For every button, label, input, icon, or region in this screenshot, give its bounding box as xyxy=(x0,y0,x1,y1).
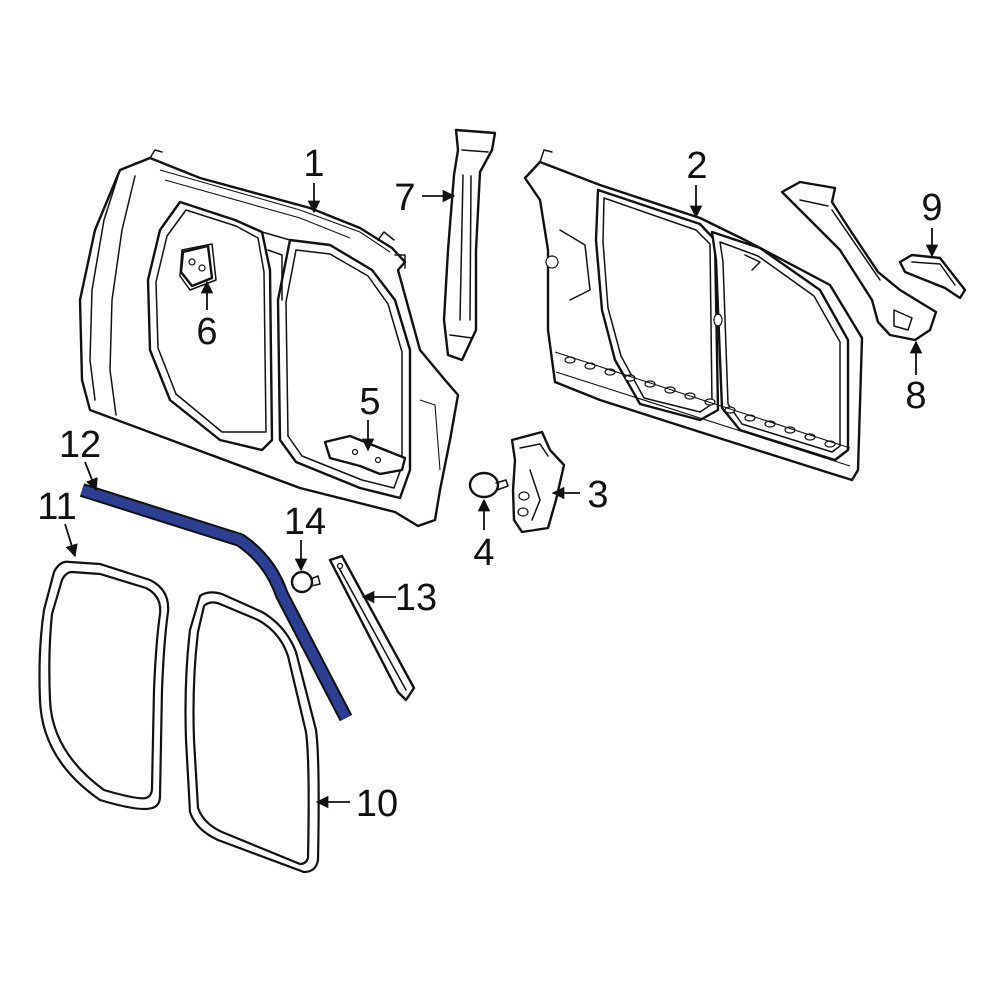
callout-2: 2 xyxy=(686,145,707,187)
part-13-channel-strip[interactable] xyxy=(328,554,416,702)
part-1-uniside-panel[interactable] xyxy=(78,149,460,528)
part-9-bracket[interactable] xyxy=(898,253,967,300)
part-11-door-seal[interactable] xyxy=(38,560,170,811)
part-8-pillar-reinforcement[interactable] xyxy=(780,180,938,342)
part-2-uniside-panel[interactable] xyxy=(523,149,864,482)
callout-1: 1 xyxy=(303,143,324,185)
part-7-pillar-reinforcement[interactable] xyxy=(442,128,497,362)
callout-8: 8 xyxy=(905,375,926,417)
callout-13: 13 xyxy=(395,577,437,619)
callout-9: 9 xyxy=(921,187,942,229)
part-4-fastener[interactable] xyxy=(468,471,509,499)
callout-4: 4 xyxy=(473,532,494,574)
callout-10: 10 xyxy=(356,783,398,825)
part-14-push-clip[interactable] xyxy=(290,570,321,594)
part-10-door-seal[interactable] xyxy=(184,591,320,874)
callout-6: 6 xyxy=(196,311,217,353)
callout-14: 14 xyxy=(284,501,326,543)
part-12-weatherstrip-highlighted[interactable] xyxy=(79,483,353,722)
part-3-bracket[interactable] xyxy=(510,430,566,534)
leader-lines xyxy=(64,183,939,809)
callout-11: 11 xyxy=(37,486,76,528)
callout-3: 3 xyxy=(587,474,608,516)
callout-7: 7 xyxy=(394,177,415,219)
callout-labels: 1 2 3 4 5 6 7 8 9 10 11 12 13 14 xyxy=(37,143,942,825)
callout-5: 5 xyxy=(359,381,380,423)
callout-12: 12 xyxy=(59,424,101,466)
